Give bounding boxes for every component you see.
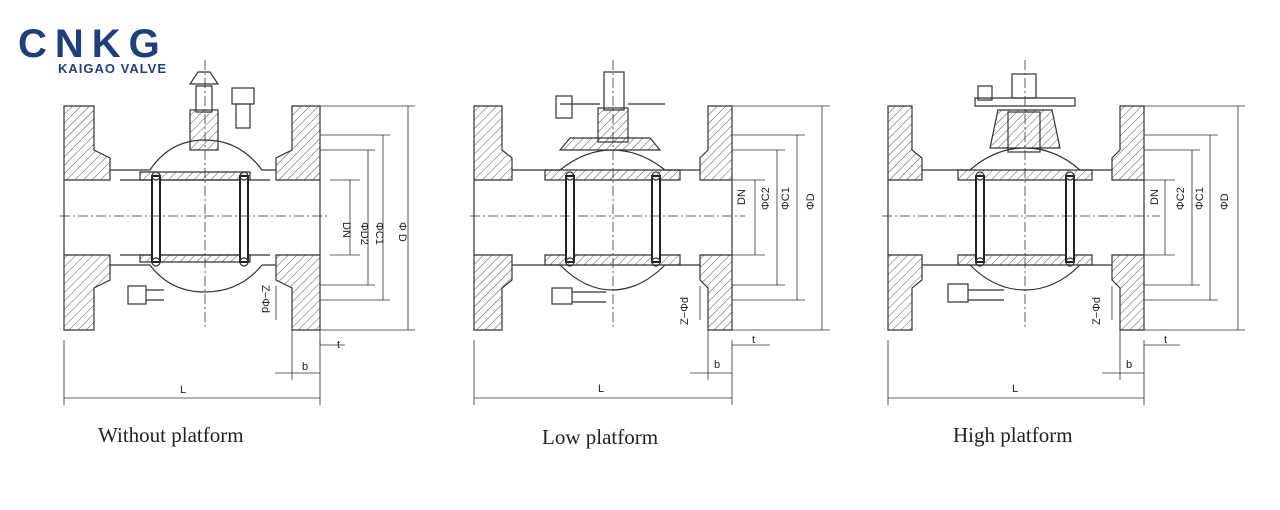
dim-b: b bbox=[714, 359, 720, 371]
caption-without-platform: Without platform bbox=[98, 423, 244, 447]
dim-t: t bbox=[1164, 334, 1167, 346]
dim-b: b bbox=[302, 361, 308, 373]
dim-dn: DN bbox=[736, 189, 748, 205]
dim-d: ΦD bbox=[1219, 193, 1231, 210]
diagram2-dim-labels: DN ΦC2 ΦC1 ΦD Z−Φd t b L bbox=[598, 187, 817, 395]
dim-d: Φ D bbox=[396, 222, 408, 242]
dim-dn: DN bbox=[340, 222, 352, 238]
dim-b: b bbox=[1126, 359, 1132, 371]
dim-l: L bbox=[598, 383, 604, 395]
dim-t: t bbox=[337, 339, 340, 351]
caption-high-platform: High platform bbox=[953, 423, 1073, 447]
dim-d2: ΦD2 bbox=[358, 222, 370, 245]
dim-c1: ΦC1 bbox=[780, 187, 792, 210]
dim-l: L bbox=[180, 384, 186, 396]
dim-dn: DN bbox=[1149, 189, 1161, 205]
dim-c1: ΦC1 bbox=[1194, 187, 1206, 210]
dim-c2: ΦC2 bbox=[760, 187, 772, 210]
dim-c2: ΦC2 bbox=[1175, 187, 1187, 210]
valve-diagram-high-platform bbox=[882, 60, 1245, 405]
dim-d: ΦD bbox=[805, 193, 817, 210]
diagram1-dim-labels: DN ΦD2 ΦC1 Φ D Z−Φd t b L bbox=[180, 222, 408, 396]
dim-c1: ΦC1 bbox=[373, 222, 385, 245]
dim-bolt: Z−Φd bbox=[1091, 297, 1103, 325]
dim-bolt: Z−Φd bbox=[259, 285, 271, 313]
valve-diagram-low-platform bbox=[470, 60, 830, 405]
dim-bolt: Z−Φd bbox=[679, 297, 691, 325]
valve-diagram-without-platform bbox=[60, 60, 415, 405]
dim-l: L bbox=[1012, 383, 1018, 395]
logo-wordmark: CNKG bbox=[18, 22, 168, 66]
dim-t: t bbox=[752, 334, 755, 346]
caption-low-platform: Low platform bbox=[542, 425, 659, 449]
diagram3-dim-labels: DN ΦC2 ΦC1 ΦD Z−Φd t b L bbox=[1012, 187, 1231, 395]
brand-logo: CNKG KAIGAO VALVE bbox=[18, 24, 228, 84]
logo-subtitle: KAIGAO VALVE bbox=[58, 61, 168, 76]
